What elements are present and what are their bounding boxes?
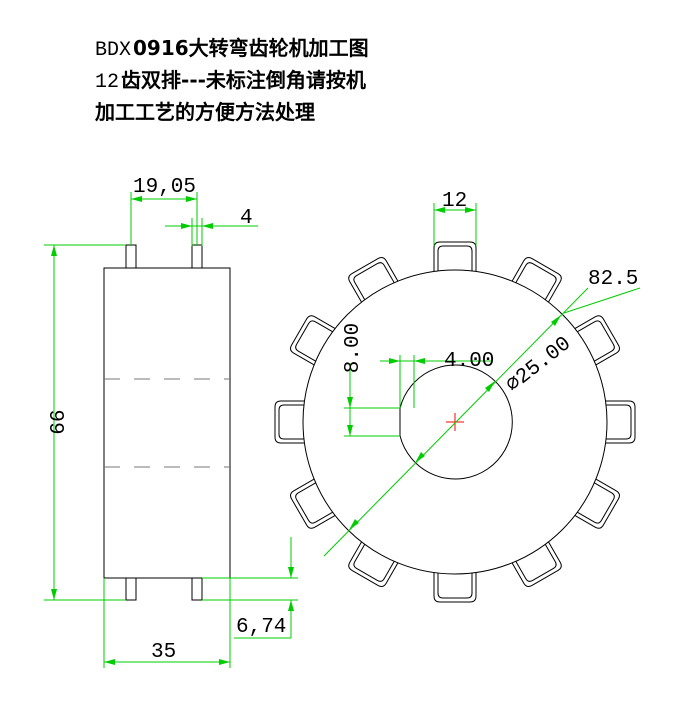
- gear-tooth-chamfer: [437, 245, 473, 272]
- title-line-2-main: 齿双排---未标注倒角请按机: [121, 68, 366, 92]
- gear-tooth-chamfer: [437, 572, 473, 599]
- title-line-3: 加工工艺的方便方法处理: [94, 100, 315, 124]
- side-view: 19,05 4 99 6,74: [43, 176, 298, 668]
- gear-tooth: [602, 400, 636, 444]
- gear-tooth-chamfer: [295, 320, 334, 363]
- side-body: [103, 267, 231, 579]
- dim-width-label: 35: [151, 641, 176, 664]
- gear-tooth-chamfer: [295, 481, 334, 524]
- gear-tooth-chamfer: [514, 543, 557, 582]
- dim-outer-diameter-label: 82.5: [588, 268, 638, 291]
- pin-bottom-right: [191, 577, 203, 601]
- gear-tooth-chamfer: [576, 320, 615, 363]
- title-line-2-prefix: 12: [95, 71, 119, 94]
- gear-tooth: [433, 569, 477, 603]
- gear-tooth-chamfer: [576, 481, 615, 524]
- dim-keyway-depth-label: 8.00: [342, 323, 365, 373]
- pin-bottom-left: [125, 577, 137, 601]
- dim-keyway-width: 4.00: [380, 350, 494, 408]
- gear-tooth-chamfer: [605, 404, 632, 440]
- gear-tooth-chamfer: [353, 262, 396, 301]
- dim-tooth-width: 12: [433, 190, 477, 246]
- dim-keyway-depth: 8.00: [342, 323, 400, 437]
- dim-pitch: 19,05: [130, 176, 198, 246]
- dim-pin-width: 4: [165, 207, 258, 246]
- gear-tooth-chamfer: [514, 262, 557, 301]
- dim-pin-width-label: 4: [240, 207, 253, 230]
- dim-width: 35: [103, 578, 231, 668]
- front-view: 82.5 ⌀25.00 12 8.00: [274, 190, 641, 603]
- dim-height-label: 99: [43, 409, 66, 434]
- pin-top-left: [125, 244, 137, 269]
- dim-pitch-label: 19,05: [133, 176, 196, 199]
- dim-tooth-width-label: 12: [442, 190, 467, 213]
- dim-keyway-width-label: 4.00: [444, 350, 494, 373]
- dim-height: 99: [43, 244, 126, 601]
- dim-outer-diameter: 82.5: [323, 268, 641, 557]
- gear-tooth: [274, 400, 308, 444]
- gear-tooth-chamfer: [278, 404, 305, 440]
- gear-tooth-chamfer: [353, 543, 396, 582]
- pin-top-right: [191, 244, 203, 269]
- dim-pin-length: 6,74: [202, 537, 298, 639]
- title-line-1-prefix: BDX: [95, 39, 131, 62]
- dim-pin-length-label: 6,74: [236, 616, 286, 639]
- title-line-1-main: 0916大转弯齿轮机加工图: [133, 36, 369, 60]
- gear-teeth: [274, 241, 636, 603]
